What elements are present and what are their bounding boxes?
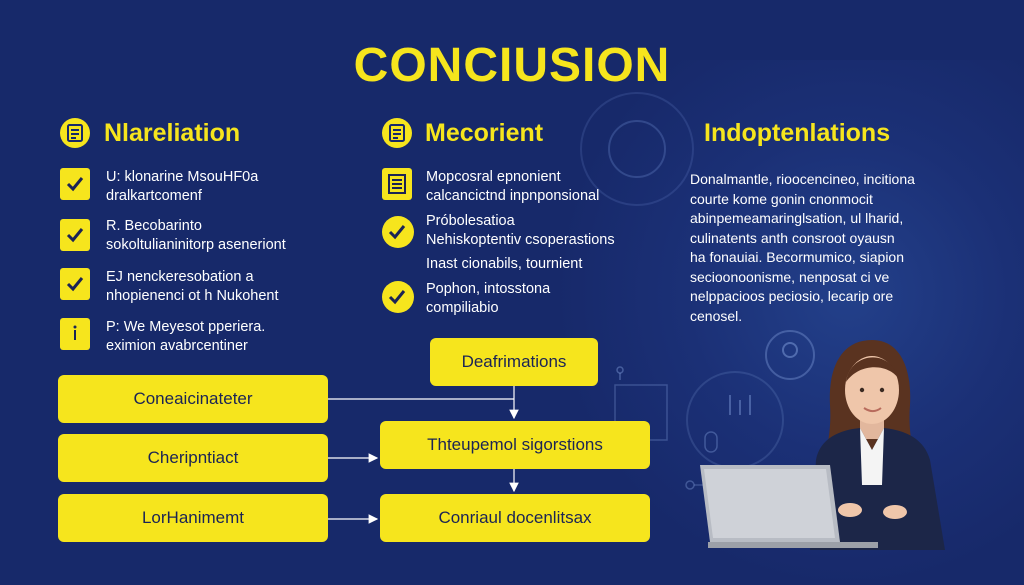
decorative-ring [580, 92, 694, 206]
flow-box: Conriaul docenlitsax [380, 494, 650, 542]
check-icon [60, 268, 90, 300]
column-heading: Indoptenlations [704, 119, 891, 147]
info-icon [60, 318, 90, 350]
page-title: CONCIUSION [353, 39, 671, 92]
list-item: Inast cionabils, tournient [426, 256, 583, 272]
flow-box: Coneaicinateter [58, 375, 328, 423]
flow-box: Deafrimations [430, 338, 598, 386]
document-icon [60, 118, 90, 148]
decorative-ring-inner [608, 120, 666, 178]
list-item: P: We Meyesot pperiera.eximion avabrcent… [106, 319, 266, 354]
person-with-laptop-illustration [700, 340, 945, 550]
flow-box: LorHanimemt [58, 494, 328, 542]
check-icon [60, 168, 90, 200]
check-circle-icon [382, 281, 414, 313]
column-heading: Mecorient [425, 119, 544, 147]
flow-box: Thteupemol sigorstions [380, 421, 650, 469]
check-circle-icon [382, 216, 414, 248]
list-icon [382, 168, 412, 200]
document-icon [382, 118, 412, 148]
check-icon [60, 219, 90, 251]
column-heading: Nlareliation [104, 119, 241, 147]
paragraph: Donalmantle, rioocencineo, incitiona cou… [690, 171, 915, 324]
flow-box: Cheripntiact [58, 434, 328, 482]
